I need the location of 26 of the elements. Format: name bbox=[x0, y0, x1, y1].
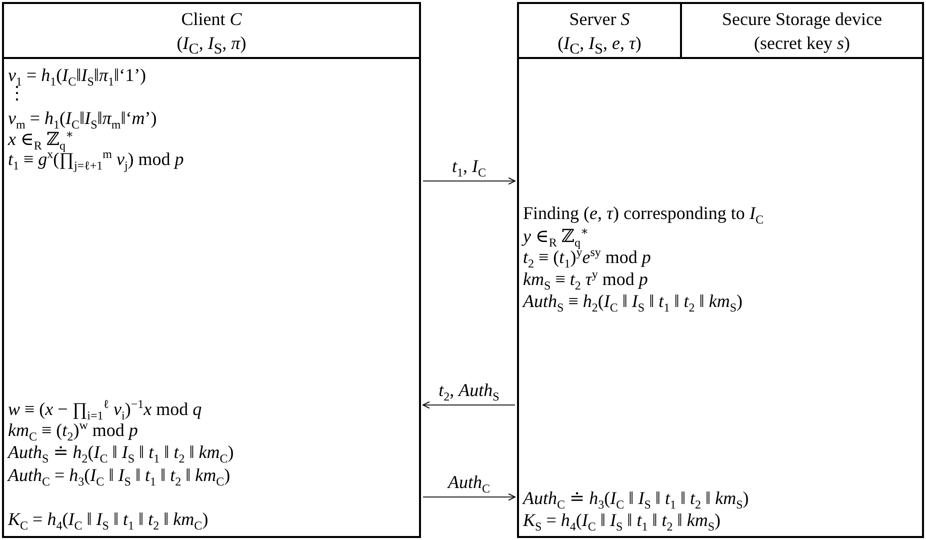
heading-text: Secure Storage device bbox=[721, 8, 883, 30]
header-cell bbox=[2, 2, 421, 59]
heading-text: Client C bbox=[180, 8, 243, 30]
formula: v$_{m}$ = h$_{1}$(I$_{C}$‖I$_{S}$‖π$_{m}$‖‘m’) bbox=[8, 107, 157, 129]
formula: K$_{C}$ = h$_{4}$(I$_{C}$ ‖ I$_{S}$ ‖ t$_{1}$ ‖ t$_{2}$ ‖ km$_{C}$) bbox=[8, 508, 208, 530]
message-arrow bbox=[423, 177, 516, 185]
formula: Finding (e, τ) corresponding to I$_{C}$ bbox=[523, 202, 764, 224]
formula: v$_{1}$ = h$_{1}$(I$_{C}$‖I$_{S}$‖π$_{1}$‖‘1’) bbox=[8, 64, 146, 86]
heading-text: (I$_{C}$, I$_{S}$, e, τ) bbox=[556, 32, 642, 60]
message-arrow bbox=[423, 493, 516, 501]
message-arrow bbox=[422, 401, 515, 409]
header-cell bbox=[517, 2, 682, 59]
formula: km$_{S}$ ≡ t$_{2}$ τ$^{y}$ mod p bbox=[523, 268, 648, 290]
formula: w ≡ (x − ∏$_{i=1}$$^{ℓ}$ v$_{i}$)$^{−1}$x mod q bbox=[8, 398, 202, 420]
process-box bbox=[2, 57, 421, 538]
process-box bbox=[517, 57, 924, 538]
header-cell bbox=[680, 2, 924, 59]
formula: K$_{S}$ = h$_{4}$(I$_{C}$ ‖ I$_{S}$ ‖ t$_{1}$ ‖ t$_{2}$ ‖ km$_{S}$) bbox=[523, 509, 721, 531]
formula: km$_{C}$ ≡ (t$_{2}$)$^{w}$ mod p bbox=[8, 419, 138, 441]
heading-text: (I$_{C}$, I$_{S}$, π) bbox=[176, 32, 248, 60]
formula: Auth$_{S}$ ≐ h$_{2}$(I$_{C}$ ‖ I$_{S}$ ‖ t$_{1}$ ‖ t$_{2}$ ‖ km$_{C}$) bbox=[8, 441, 234, 463]
heading-text: Server S bbox=[568, 8, 631, 30]
formula: Auth$_{S}$ ≡ h$_{2}$(I$_{C}$ ‖ I$_{S}$ ‖ t$_{1}$ ‖ t$_{2}$ ‖ km$_{S}$) bbox=[523, 290, 743, 312]
heading-text: (secret key s) bbox=[753, 32, 851, 54]
formula: Auth$_{C}$ ≐ h$_{3}$(I$_{C}$ ‖ I$_{S}$ ‖ t$_{1}$ ‖ t$_{2}$ ‖ km$_{S}$) bbox=[523, 487, 749, 509]
formula: Auth$_{C}$ = h$_{3}$(I$_{C}$ ‖ I$_{S}$ ‖ t$_{1}$ ‖ t$_{2}$ ‖ km$_{C}$) bbox=[8, 464, 230, 486]
